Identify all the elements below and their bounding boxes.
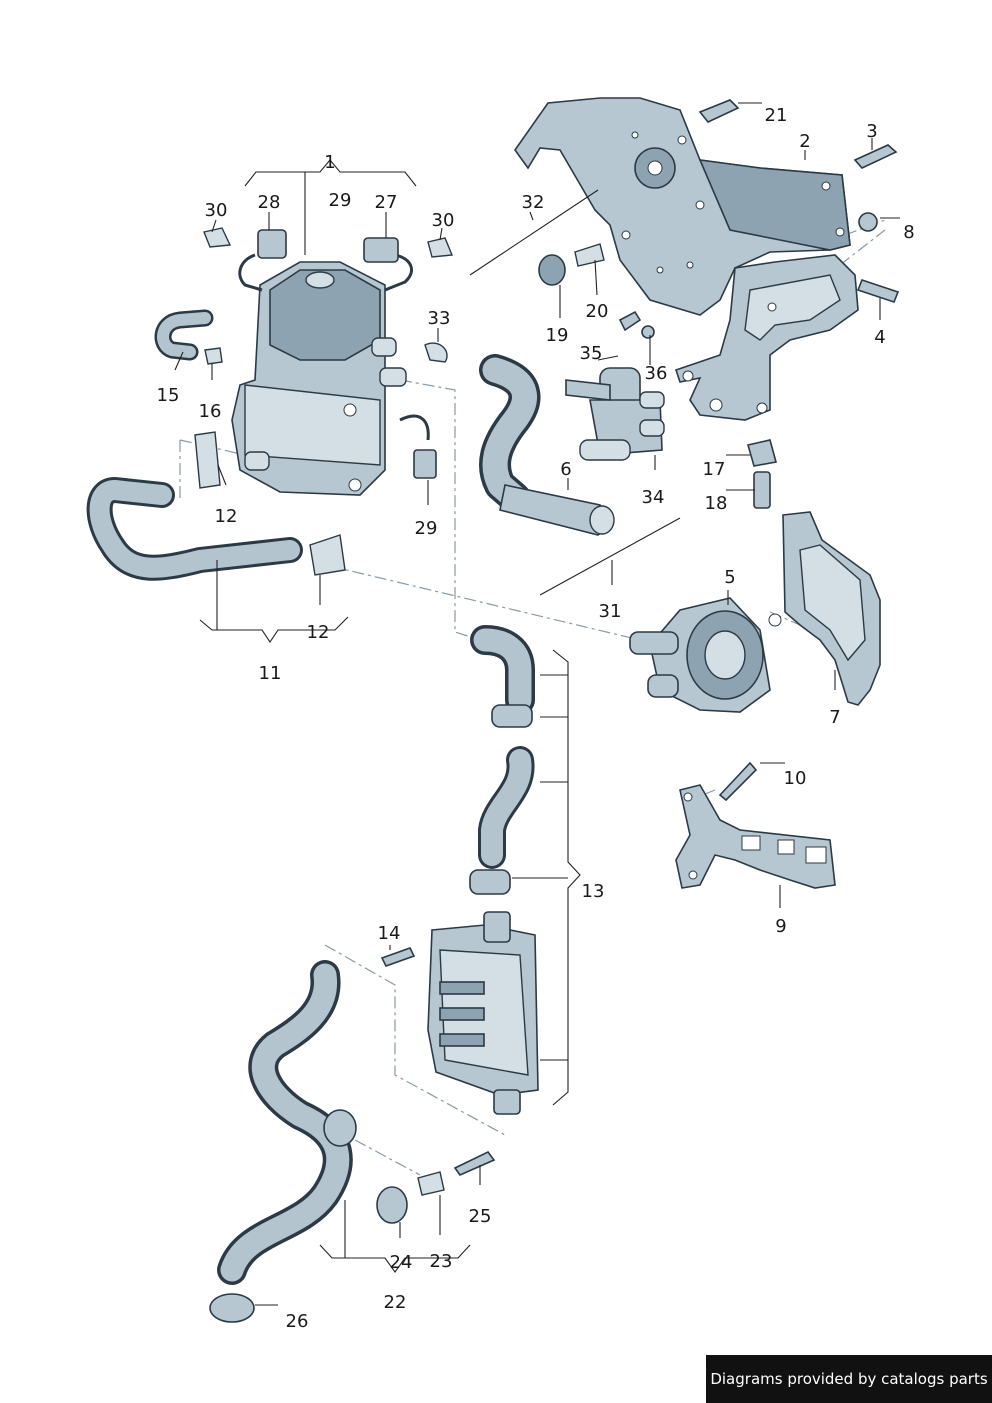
callout-14: 14 — [378, 923, 401, 944]
callout-26: 26 — [286, 1311, 309, 1332]
hose-13 — [469, 625, 535, 895]
connector-29 — [413, 449, 437, 479]
bolt-10 — [718, 761, 758, 802]
cable-tie-32 — [469, 189, 599, 276]
clamp-12a — [194, 431, 221, 489]
callout-21: 21 — [765, 105, 788, 126]
valve-34 — [565, 367, 665, 461]
callout-17: 17 — [703, 459, 726, 480]
callout-5: 5 — [724, 567, 735, 588]
callout-30-left: 30 — [205, 200, 228, 221]
callout-29-top: 29 — [329, 190, 352, 211]
callout-7: 7 — [829, 707, 840, 728]
callout-1: 1 — [324, 152, 335, 173]
callout-20: 20 — [586, 301, 609, 322]
callout-3: 3 — [866, 121, 877, 142]
callout-36: 36 — [645, 363, 668, 384]
callout-13: 13 — [582, 881, 605, 902]
hose-6 — [479, 354, 615, 536]
callout-32: 32 — [522, 192, 545, 213]
clamp-16 — [204, 347, 223, 365]
sleeve-20 — [574, 243, 605, 267]
nut-8 — [858, 212, 878, 232]
callout-2: 2 — [799, 131, 810, 152]
callout-23: 23 — [430, 1251, 453, 1272]
clip-30-right — [427, 237, 454, 258]
callout-6: 6 — [560, 459, 571, 480]
hose-11 — [86, 477, 303, 581]
heat-shield-7 — [768, 511, 881, 706]
leader-lines — [174, 102, 900, 1306]
callout-31: 31 — [599, 601, 622, 622]
nut-36 — [641, 325, 655, 339]
callout-12-left: 12 — [215, 506, 238, 527]
callout-34: 34 — [642, 487, 665, 508]
callout-18: 18 — [705, 493, 728, 514]
callout-10: 10 — [784, 768, 807, 789]
callout-15: 15 — [157, 385, 180, 406]
hose-15 — [154, 309, 214, 361]
mounting-plate-9 — [675, 784, 836, 889]
callout-30-right: 30 — [432, 210, 455, 231]
callout-27: 27 — [375, 192, 398, 213]
heater-unit-1 — [231, 261, 407, 496]
grommet-24 — [376, 1186, 408, 1224]
bolt-21 — [698, 99, 740, 123]
wiring-harness — [203, 227, 454, 479]
callout-24: 24 — [390, 1252, 413, 1273]
bracket-2 — [514, 97, 851, 316]
small-parts — [194, 99, 900, 1323]
callout-25: 25 — [469, 1206, 492, 1227]
callout-33: 33 — [428, 308, 451, 329]
cap-26 — [209, 1293, 255, 1323]
hose-22 — [217, 960, 357, 1285]
callout-28: 28 — [258, 192, 281, 213]
silencer — [427, 911, 539, 1115]
cable-tie-31 — [539, 517, 681, 596]
clip-30-left — [203, 227, 232, 248]
clamp-12b — [309, 534, 346, 576]
callout-8: 8 — [903, 222, 914, 243]
bolt-14 — [380, 947, 416, 967]
coolant-pump-5 — [629, 597, 771, 713]
callout-4: 4 — [874, 327, 885, 348]
bracket-2-lower — [674, 254, 859, 421]
callout-9: 9 — [775, 916, 786, 937]
sleeve-23 — [417, 1171, 445, 1196]
callout-16: 16 — [199, 401, 222, 422]
clamp-33 — [424, 342, 448, 363]
connector-27 — [363, 237, 399, 263]
bolt-18 — [753, 471, 771, 509]
bolt-3 — [853, 144, 898, 169]
callout-22: 22 — [384, 1292, 407, 1313]
stud-4 — [856, 279, 900, 303]
seal-19 — [538, 254, 566, 286]
callout-19: 19 — [546, 325, 569, 346]
watermark-badge: Diagrams provided by catalogs parts — [706, 1355, 992, 1403]
bushing-17 — [746, 439, 778, 467]
callout-labels: 1 2 3 4 5 6 7 8 9 10 11 12 12 13 14 15 1… — [157, 105, 915, 1332]
callout-29-bottom: 29 — [415, 518, 438, 539]
callout-12-right: 12 — [307, 622, 330, 643]
bracket-35 — [618, 310, 642, 332]
connector-28 — [257, 229, 287, 259]
callout-11: 11 — [259, 663, 282, 684]
bolt-25 — [453, 1150, 496, 1176]
callout-35: 35 — [580, 343, 603, 364]
